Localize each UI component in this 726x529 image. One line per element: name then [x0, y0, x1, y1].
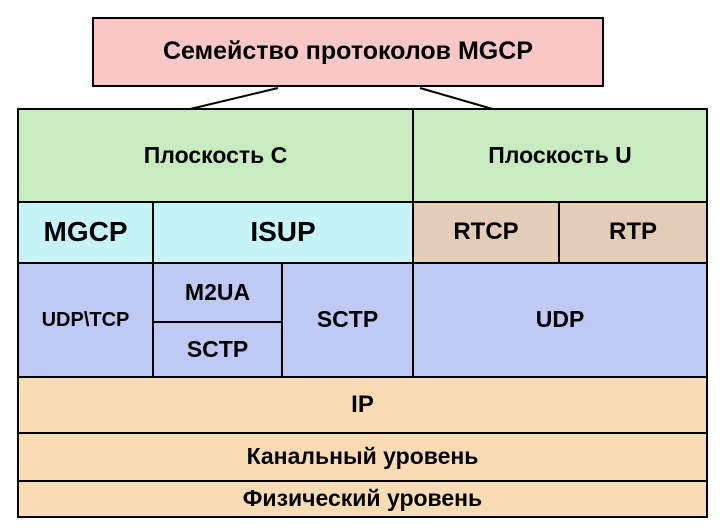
isup-block: ISUP — [152, 201, 414, 264]
sctp-small-block: SCTP — [152, 321, 283, 378]
title-text: Семейство протоколов MGCP — [163, 37, 533, 66]
sctp-label: SCTP — [316, 306, 379, 333]
link-layer: Канальный уровень — [17, 432, 708, 482]
physical-layer: Физический уровень — [17, 480, 708, 518]
udp-block: UDP — [412, 262, 708, 378]
udp-tcp-block: UDP\TCP — [17, 262, 154, 378]
m2ua-label: M2UA — [184, 278, 251, 305]
ip-label: IP — [351, 390, 374, 418]
rtcp-label: RTCP — [453, 218, 519, 246]
sctp-small-label: SCTP — [186, 335, 249, 362]
rtp-label: RTP — [609, 218, 657, 246]
rtcp-block: RTCP — [412, 201, 560, 264]
control-plane-header: Плоскость С — [17, 108, 414, 203]
rtp-block: RTP — [558, 201, 708, 264]
title-box: Семейство протоколов MGCP — [92, 17, 604, 87]
physical-layer-label: Физический уровень — [242, 485, 483, 512]
m2ua-block: M2UA — [152, 262, 283, 323]
control-plane-label: Плоскость С — [143, 141, 288, 168]
sctp-block: SCTP — [281, 262, 414, 378]
udp-tcp-label: UDP\TCP — [41, 309, 130, 331]
isup-label: ISUP — [250, 216, 316, 248]
user-plane-header: Плоскость U — [412, 108, 708, 203]
ip-layer: IP — [17, 376, 708, 434]
mgcp-label: MGCP — [43, 216, 128, 248]
user-plane-label: Плоскость U — [488, 141, 632, 168]
udp-label: UDP — [535, 306, 585, 333]
link-layer-label: Канальный уровень — [246, 443, 479, 470]
mgcp-block: MGCP — [17, 201, 154, 264]
